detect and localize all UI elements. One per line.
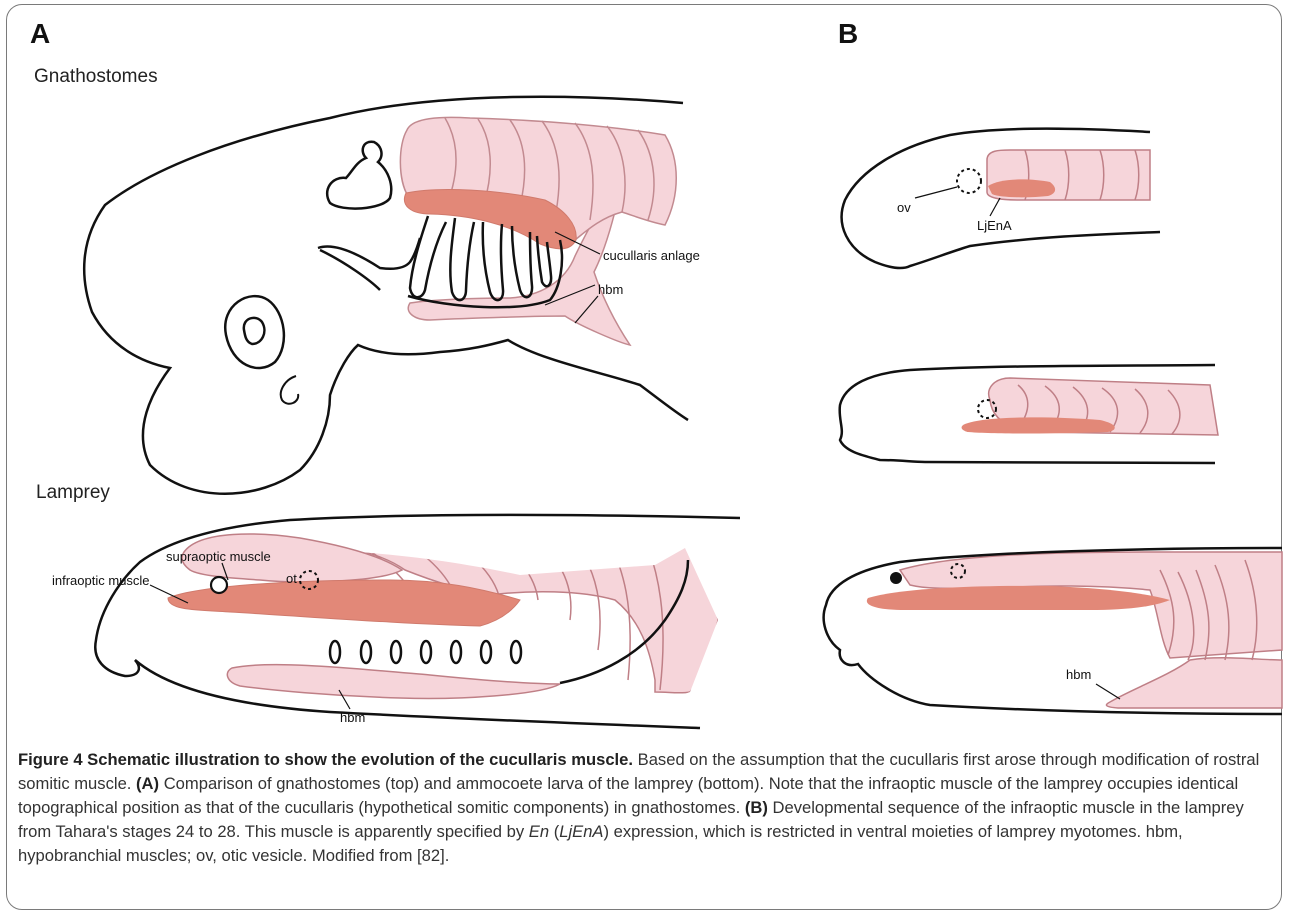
gnathostome-otic-outline (327, 142, 391, 209)
stage-3-larva (824, 548, 1282, 714)
label-ov: ov (897, 200, 911, 215)
stage3-hbm (1106, 658, 1282, 708)
stage-2-embryo (840, 365, 1218, 463)
label-supraoptic-muscle: supraoptic muscle (166, 549, 271, 564)
gnathostome-nasal (281, 376, 298, 404)
figure-illustration: cucullaris anlage hbm (0, 0, 1290, 745)
lamprey-ammocoete (95, 515, 740, 728)
label-cucullaris-anlage: cucullaris anlage (603, 248, 700, 263)
stage1-ljena (988, 179, 1055, 197)
label-infraoptic-muscle: infraoptic muscle (52, 573, 150, 588)
figure-caption: Figure 4 Schematic illustration to show … (18, 748, 1274, 868)
gnathostome-lens (244, 318, 265, 344)
caption-title: Figure 4 Schematic illustration to show … (18, 750, 633, 769)
caption-b-tag: (B) (745, 798, 768, 817)
label-hbm-lamprey: hbm (340, 710, 365, 725)
lamprey-hbm-muscle (227, 665, 560, 699)
gnathostome-eye (225, 296, 284, 368)
caption-ljena: LjEnA (559, 822, 603, 841)
label-ljena: LjEnA (977, 218, 1012, 233)
stage3-infraoptic (867, 586, 1170, 610)
stage2-ljena (962, 417, 1115, 433)
stage-1-embryo (842, 129, 1160, 268)
stage3-labels: hbm (1066, 667, 1120, 699)
label-hbm-stage3: hbm (1066, 667, 1091, 682)
caption-text-4: ( (549, 822, 559, 841)
lamprey-eye (211, 577, 227, 593)
lamprey-gill-pores (330, 641, 521, 663)
label-hbm-gnathostome: hbm (598, 282, 623, 297)
stage1-otic-vesicle (957, 169, 981, 193)
caption-en: En (529, 822, 549, 841)
stage3-eye (890, 572, 902, 584)
label-ot: ot (286, 571, 297, 586)
caption-a-tag: (A) (136, 774, 159, 793)
